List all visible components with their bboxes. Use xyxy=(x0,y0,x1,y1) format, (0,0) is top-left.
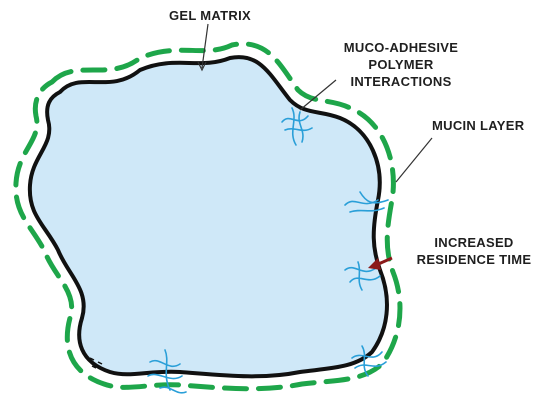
muco-adhesive-line-3: INTERACTIONS xyxy=(350,74,452,89)
muco-adhesive-leader xyxy=(299,79,337,111)
adhesion-marks xyxy=(89,357,103,369)
polymer-strands-bottom xyxy=(147,349,187,394)
polymer-strands-right-upper xyxy=(344,191,389,213)
mucin-layer-outline xyxy=(13,41,403,392)
polymer-strands-bottom-right xyxy=(351,345,387,377)
residence-arrow xyxy=(368,256,393,270)
gel-matrix-label: GEL MATRIX xyxy=(169,8,251,23)
muco-adhesive-label: MUCO-ADHESIVE POLYMER INTERACTIONS xyxy=(336,39,466,90)
gel-matrix-shape xyxy=(27,55,389,379)
residence-time-label: INCREASED RESIDENCE TIME xyxy=(403,234,545,268)
polymer-strands-top-right xyxy=(281,107,313,146)
gel-matrix-leader-tip xyxy=(197,61,207,72)
muco-adhesive-line-2: POLYMER xyxy=(368,57,434,72)
polymer-strands-right-middle xyxy=(344,261,381,291)
gel-matrix-leader xyxy=(201,23,209,69)
muco-adhesive-line-1: MUCO-ADHESIVE xyxy=(343,40,459,55)
residence-time-line-1: INCREASED xyxy=(434,235,514,250)
mucin-layer-leader xyxy=(395,137,433,183)
mucin-layer-label: MUCIN LAYER xyxy=(432,118,525,133)
residence-time-line-2: RESIDENCE TIME xyxy=(416,252,532,267)
